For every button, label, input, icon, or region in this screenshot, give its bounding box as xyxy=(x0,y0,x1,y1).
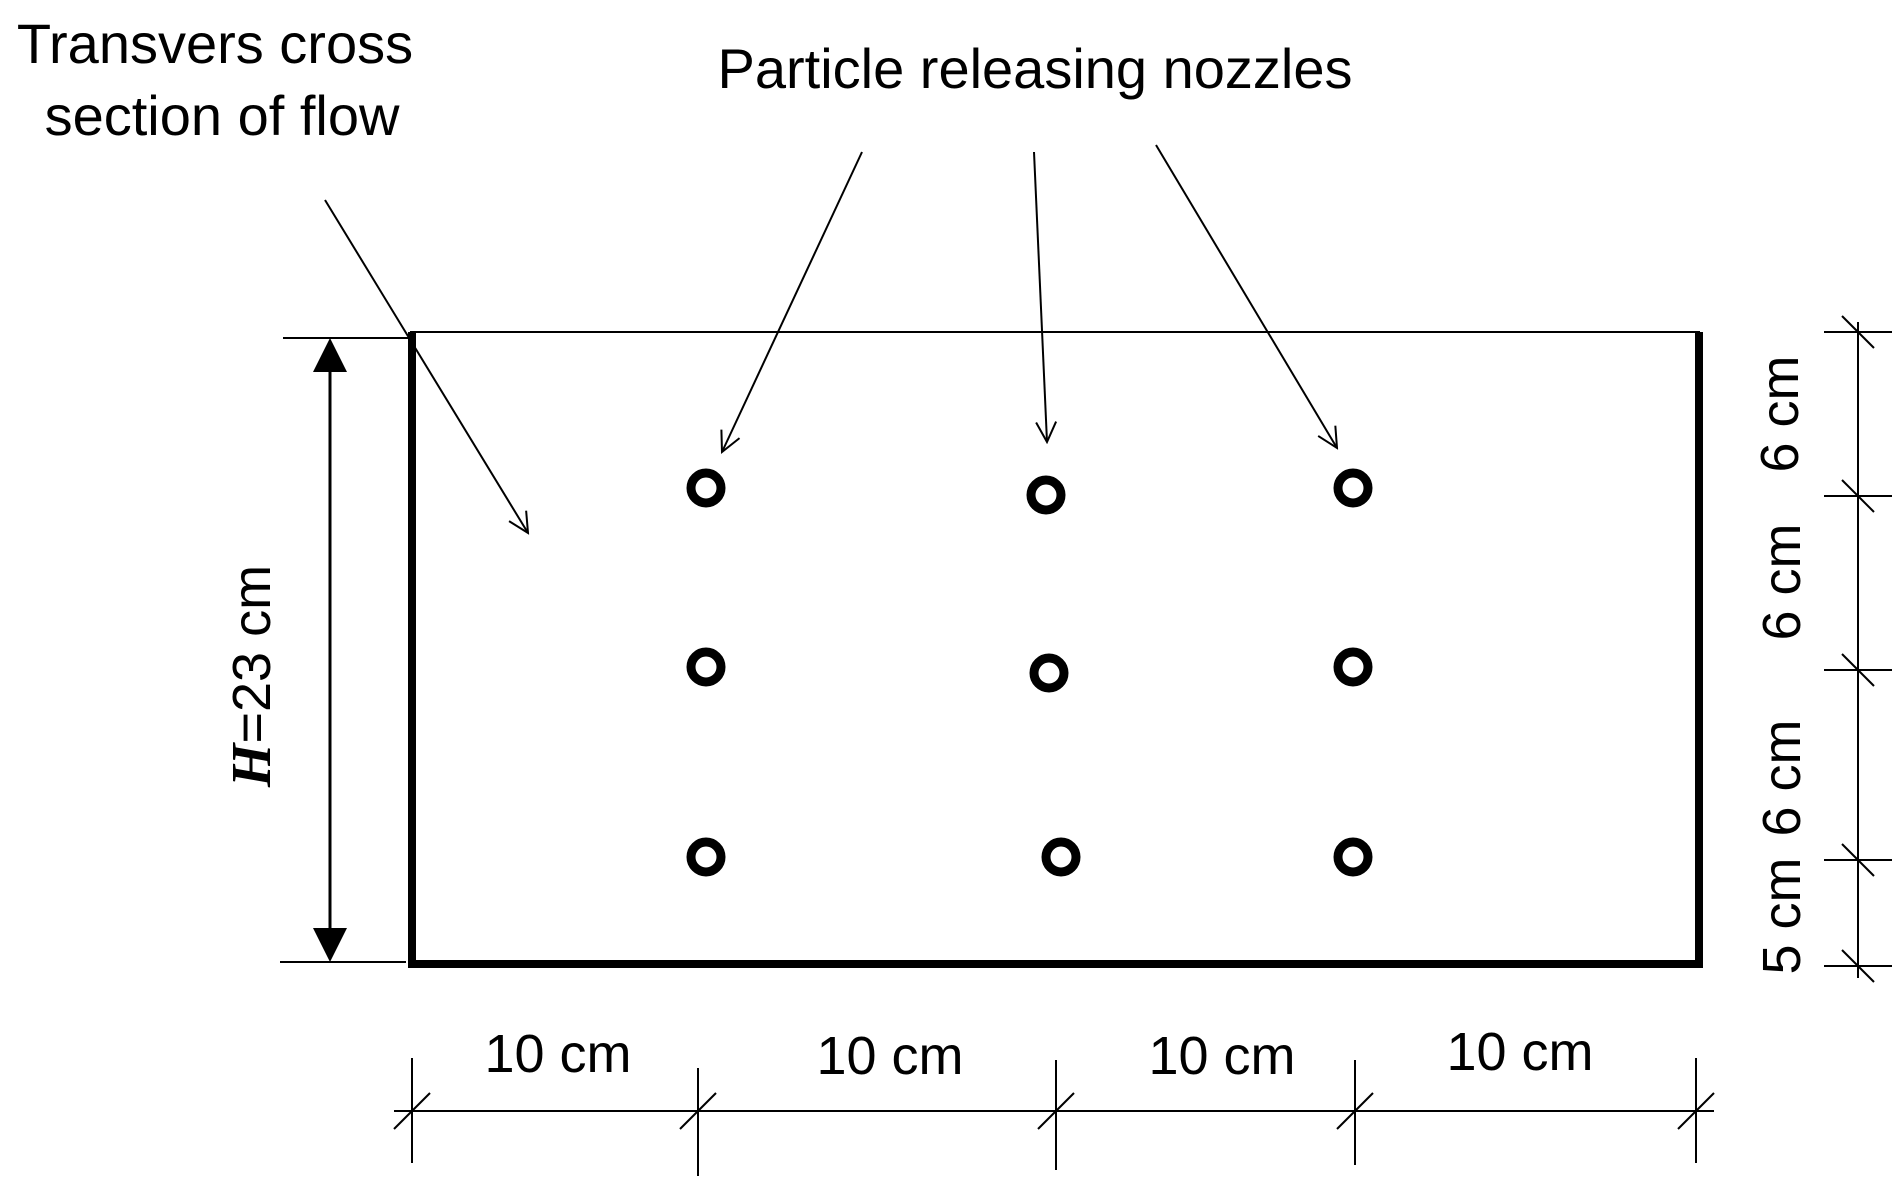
nozzle-r3-c2 xyxy=(1041,837,1081,877)
nozzle-r2-c2 xyxy=(1029,653,1069,693)
nozzles-label: Particle releasing nozzles xyxy=(718,37,1353,100)
bottom-dim-label-3: 10 cm xyxy=(1148,1026,1295,1086)
cross-section-label-line-2: section of flow xyxy=(45,84,400,147)
bottom-dim-label-4: 10 cm xyxy=(1446,1022,1593,1082)
nozzle-arrow-left xyxy=(722,151,863,452)
nozzle-arrow-right xyxy=(1155,144,1337,448)
bottom-tick-4 xyxy=(1336,1092,1374,1130)
height-symbol: H xyxy=(221,742,283,788)
height-value: =23 cm xyxy=(222,565,282,744)
height-arrowhead-bottom xyxy=(313,928,347,962)
nozzle-r1-c2 xyxy=(1026,475,1066,515)
cross-section-arrow xyxy=(324,199,528,533)
bottom-tick-1 xyxy=(393,1092,431,1130)
bottom-tick-3 xyxy=(1037,1092,1075,1130)
bottom-tick-5 xyxy=(1677,1092,1715,1130)
bottom-tick-2 xyxy=(679,1092,717,1130)
right-dim-label-2: 6 cm xyxy=(1752,523,1812,640)
nozzle-r1-c3 xyxy=(1333,468,1373,508)
bottom-dim-label-2: 10 cm xyxy=(816,1026,963,1086)
height-label: H=23 cm xyxy=(221,565,283,788)
right-tick-1 xyxy=(1841,315,1875,349)
right-tick-5 xyxy=(1841,949,1875,983)
right-dim-label-3: 6 cm xyxy=(1752,719,1812,836)
right-tick-2 xyxy=(1841,479,1875,513)
right-dim-label-4: 5 cm xyxy=(1752,857,1812,974)
cross-section-label-line-1: Transvers cross xyxy=(17,12,413,75)
right-dim-label-1: 6 cm xyxy=(1750,355,1810,472)
height-dimension: H=23 cm xyxy=(221,337,408,963)
right-dimensions: 6 cm 6 cm 6 cm 5 cm xyxy=(1750,315,1892,983)
height-arrowhead-top xyxy=(313,338,347,372)
nozzle-r2-c3 xyxy=(1333,647,1373,687)
nozzle-r2-c1 xyxy=(686,647,726,687)
nozzle-r3-c3 xyxy=(1333,837,1373,877)
right-tick-3 xyxy=(1841,653,1875,687)
bottom-dim-label-1: 10 cm xyxy=(484,1024,631,1084)
bottom-dimensions: 10 cm 10 cm 10 cm 10 cm xyxy=(393,1022,1715,1176)
nozzle-arrow-middle xyxy=(1033,151,1047,442)
right-tick-4 xyxy=(1841,843,1875,877)
nozzle-r1-c1 xyxy=(686,468,726,508)
nozzle-grid xyxy=(686,468,1373,877)
nozzle-r3-c1 xyxy=(686,837,726,877)
